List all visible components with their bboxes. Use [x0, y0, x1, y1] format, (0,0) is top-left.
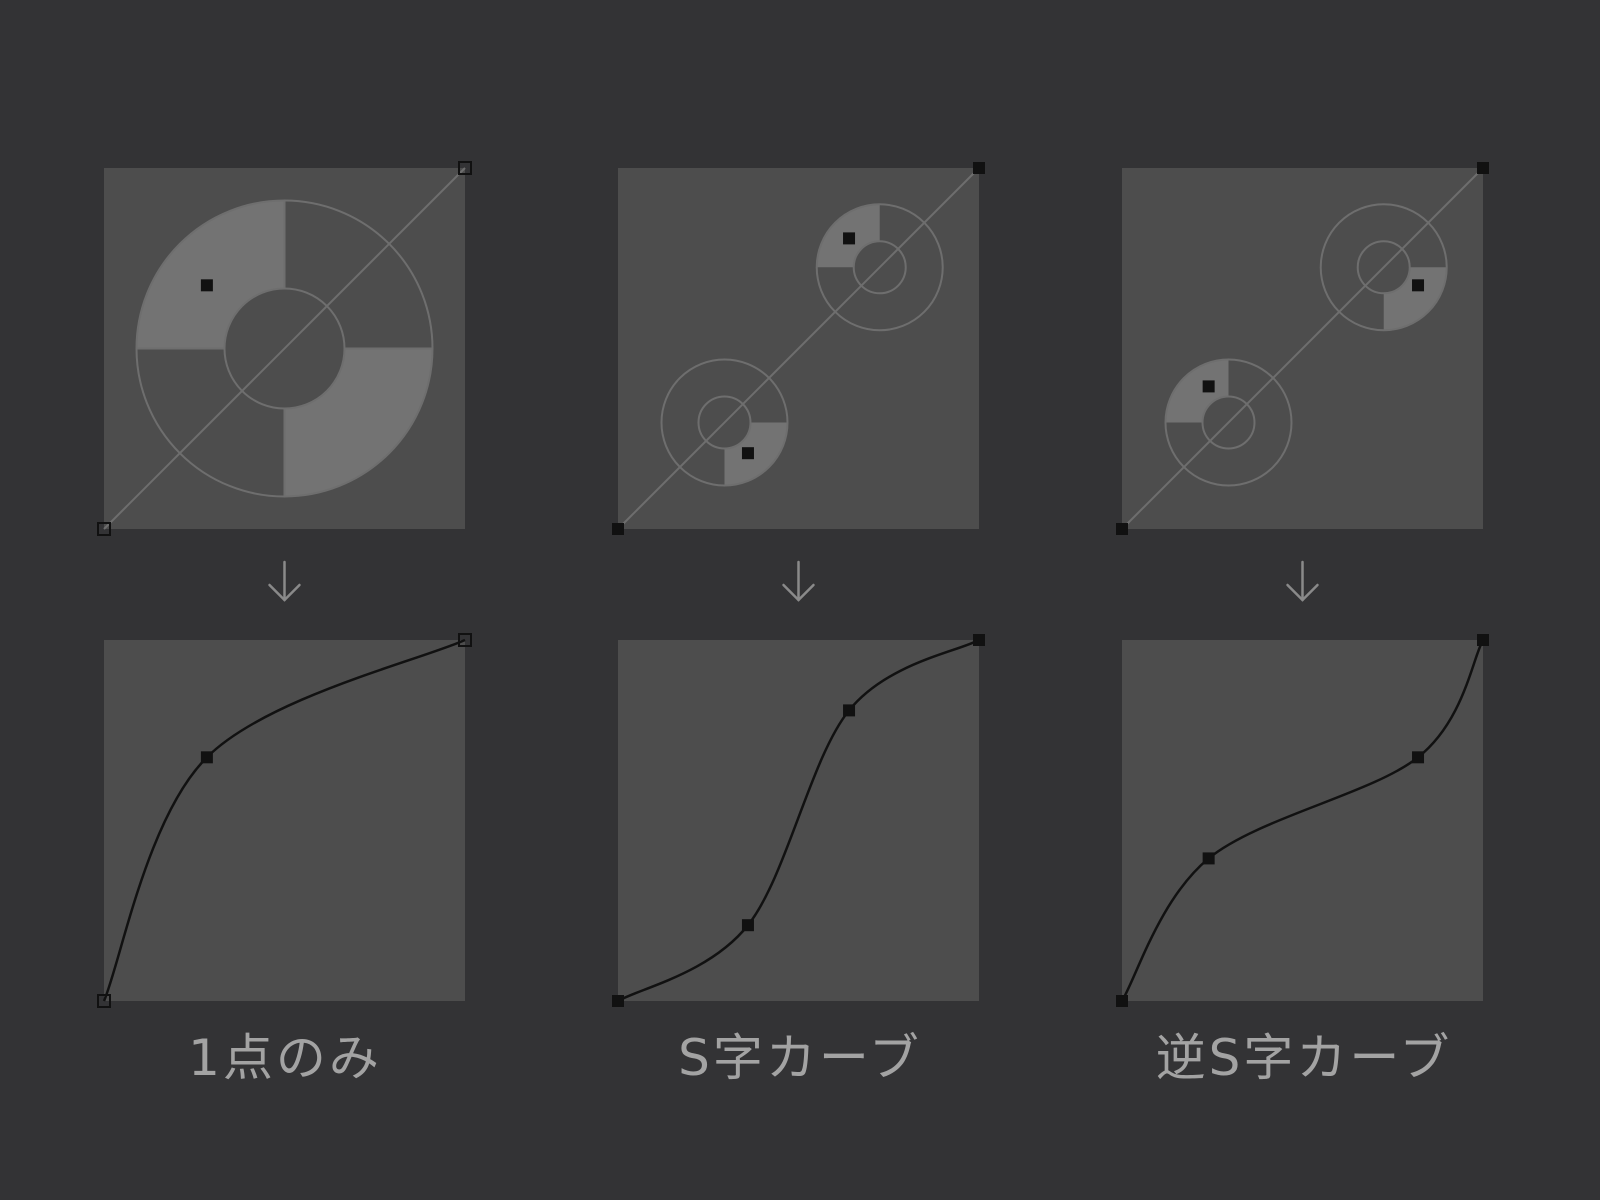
highlight-sector-top-left — [136, 200, 285, 349]
down-arrow-icon — [268, 560, 301, 602]
panel-background — [1122, 640, 1483, 1001]
control-point-icon — [1202, 852, 1215, 865]
endpoint-handle-icon — [1477, 634, 1489, 646]
endpoint-handle-icon — [97, 522, 111, 536]
highlight-sector-bottom-right — [284, 348, 433, 497]
control-point-icon — [200, 751, 213, 764]
highlight-sector-top-left — [1165, 359, 1229, 423]
control-point-icon — [843, 232, 856, 245]
endpoint-handle-icon — [1477, 162, 1489, 174]
caption-single-point: 1点のみ — [188, 1029, 382, 1087]
control-point-icon — [200, 279, 213, 292]
endpoint-handle-icon — [973, 162, 985, 174]
target-guide — [660, 358, 789, 487]
control-point-icon — [1412, 751, 1425, 764]
down-arrow-icon — [1286, 560, 1319, 602]
endpoint-handle-icon — [612, 523, 624, 535]
highlight-sector-bottom-right — [724, 422, 788, 486]
target-panel-single-point — [97, 161, 472, 536]
curve-panel-inverse-s-curve — [1116, 634, 1489, 1007]
endpoint-handle-icon — [612, 995, 624, 1007]
endpoint-handle-icon — [97, 994, 111, 1008]
guide-outer-ring — [815, 203, 944, 332]
guide-inner-ring — [697, 395, 752, 450]
endpoint-handle-icon — [1116, 995, 1128, 1007]
endpoint-handle-icon — [1116, 523, 1128, 535]
highlight-sector-bottom-right — [1383, 267, 1447, 331]
target-guide — [1164, 358, 1293, 487]
target-guide — [1319, 203, 1448, 332]
endpoint-handle-icon — [458, 161, 472, 175]
control-point-icon — [1202, 380, 1215, 393]
guide-outer-ring — [1319, 203, 1448, 332]
control-point-icon — [741, 919, 754, 932]
tone-curve — [617, 638, 980, 1003]
tone-curve — [1120, 639, 1485, 1002]
control-point-icon — [741, 447, 754, 460]
endpoint-handle-icon — [458, 633, 472, 647]
control-point-icon — [843, 704, 856, 717]
caption-s-curve: S字カーブ — [678, 1029, 922, 1087]
guide-inner-ring — [852, 240, 907, 295]
diagonal-guide-line — [1121, 167, 1484, 530]
guide-outer-ring — [660, 358, 789, 487]
diagonal-guide-line — [617, 167, 980, 530]
control-point-icon — [1412, 279, 1425, 292]
curve-panel-single-point — [97, 633, 472, 1008]
panel-background — [104, 640, 465, 1001]
guide-outer-ring — [1164, 358, 1293, 487]
caption-inverse-s-curve: 逆S字カーブ — [1155, 1029, 1453, 1087]
endpoint-handle-icon — [973, 634, 985, 646]
target-panel-s-curve — [612, 162, 985, 535]
target-panel-inverse-s-curve — [1116, 162, 1489, 535]
down-arrow-icon — [782, 560, 815, 602]
target-guide — [135, 199, 434, 498]
guide-inner-ring — [1201, 395, 1256, 450]
guide-inner-ring — [1356, 240, 1411, 295]
diagonal-guide-line — [103, 167, 466, 530]
curve-panel-s-curve — [612, 634, 985, 1007]
